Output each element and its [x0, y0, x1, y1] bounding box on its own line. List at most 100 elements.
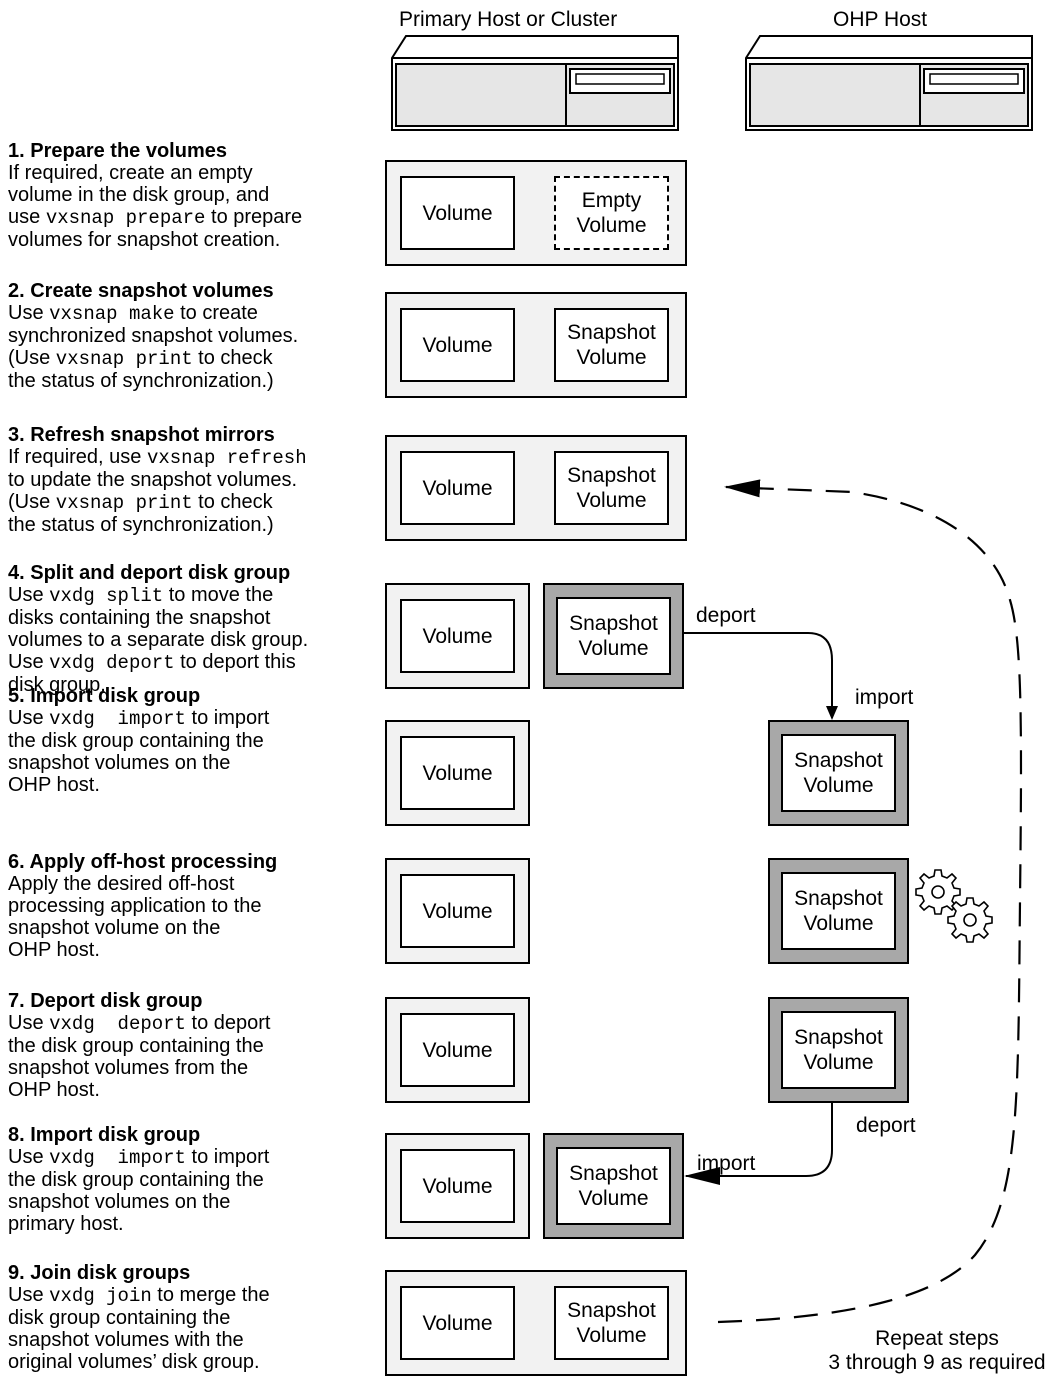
command-text: vxdg split	[49, 585, 164, 607]
step-description-line: to update the snapshot volumes.	[8, 469, 380, 491]
volume-box: Volume	[400, 451, 515, 525]
description-text: OHP host.	[8, 774, 100, 796]
description-text: the status of synchronization.)	[8, 370, 274, 392]
deport-arrow	[684, 632, 838, 720]
step-description-line: the disk group containing the	[8, 730, 380, 752]
step-title: 9. Join disk groups	[8, 1262, 191, 1284]
step-description-line: OHP host.	[8, 1079, 380, 1101]
step-description-line: use vxsnap prepare to prepare	[8, 206, 380, 229]
deport-label: deport	[696, 604, 756, 627]
volume-box: Volume	[400, 308, 515, 382]
description-text: disks containing the snapshot	[8, 607, 271, 629]
step-description-line: snapshot volume on the	[8, 917, 380, 939]
step-description-line: OHP host.	[8, 774, 380, 796]
description-text: disk group containing the	[8, 1307, 231, 1329]
step-description-line: the status of synchronization.)	[8, 370, 380, 392]
step-description-line: volumes for snapshot creation.	[8, 229, 380, 251]
description-text: to update the snapshot volumes.	[8, 469, 298, 491]
step-title: 2. Create snapshot volumes	[8, 280, 274, 302]
repeat-label-line-1: Repeat steps	[875, 1327, 999, 1350]
step-description-line: Use vxdg deport to deport this	[8, 651, 380, 674]
volume-box: Volume	[400, 1286, 515, 1360]
command-text: vxsnap prepare	[45, 207, 206, 229]
step-title: 4. Split and deport disk group	[8, 562, 291, 584]
description-text: the disk group containing the	[8, 730, 264, 752]
description-text: to deport this	[174, 651, 296, 673]
description-text: volumes for snapshot creation.	[8, 229, 281, 251]
description-text: snapshot volumes on the	[8, 752, 231, 774]
description-text: Use	[8, 1284, 50, 1306]
description-text: If required, use	[8, 446, 147, 468]
description-text: to deport	[185, 1012, 271, 1034]
description-text: (Use	[8, 491, 56, 513]
command-text: vxsnap print	[55, 492, 193, 514]
step-description-line: OHP host.	[8, 939, 380, 961]
step-description-line: the status of synchronization.)	[8, 514, 380, 536]
step-description-line: snapshot volumes from the	[8, 1057, 380, 1079]
command-text: vxdg deport	[49, 652, 175, 674]
step-description-line: If required, use vxsnap refresh	[8, 446, 380, 469]
description-text: use	[8, 206, 46, 228]
command-text: vxdg import	[49, 1147, 186, 1169]
step-description-line: primary host.	[8, 1213, 380, 1235]
primary-host-header: Primary Host or Cluster	[399, 8, 618, 31]
ohp-host-header: OHP Host	[833, 8, 928, 31]
description-text: If required, create an empty	[8, 162, 253, 184]
description-text: Use	[8, 302, 50, 324]
description-text: Use	[8, 1012, 50, 1034]
description-text: Use	[8, 707, 50, 729]
description-text: to create	[174, 302, 258, 324]
description-text: Use	[8, 651, 50, 673]
description-text: the disk group containing the	[8, 1169, 264, 1191]
step-title: 6. Apply off-host processing	[8, 851, 278, 873]
step-description-line: Use vxdg import to import	[8, 1146, 380, 1169]
description-text: snapshot volumes from the	[8, 1057, 249, 1079]
deport-label: deport	[856, 1114, 916, 1137]
description-text: OHP host.	[8, 1079, 100, 1101]
repeat-loop-arrow	[717, 479, 1023, 1324]
step-description-line: (Use vxsnap print to check	[8, 491, 380, 514]
description-text: to prepare	[205, 206, 303, 228]
description-text: original volumes’ disk group.	[8, 1351, 260, 1373]
step-description-line: If required, create an empty	[8, 162, 380, 184]
step-description-line: Use vxdg split to move the	[8, 584, 380, 607]
description-text: synchronized snapshot volumes.	[8, 325, 299, 347]
command-text: vxdg deport	[49, 1013, 186, 1035]
command-text: vxdg join	[49, 1285, 152, 1307]
gears-icon	[915, 869, 993, 943]
description-text: snapshot volumes on the	[8, 1191, 231, 1213]
volume-box: Volume	[400, 1149, 515, 1223]
step-description-line: Use vxsnap make to create	[8, 302, 380, 325]
step-description-line: Use vxdg import to import	[8, 707, 380, 730]
repeat-label-line-2: 3 through 9 as required	[828, 1351, 1046, 1374]
command-text: vxsnap make	[49, 303, 175, 325]
description-text: to import	[185, 1146, 270, 1168]
step-description-line: (Use vxsnap print to check	[8, 347, 380, 370]
step-description-line: the disk group containing the	[8, 1035, 380, 1057]
description-text: snapshot volume on the	[8, 917, 221, 939]
step-description-line: snapshot volumes on the	[8, 752, 380, 774]
step-title: 5. Import disk group	[8, 685, 201, 707]
description-text: to check	[192, 491, 273, 513]
description-text: Use	[8, 1146, 50, 1168]
description-text: the status of synchronization.)	[8, 514, 274, 536]
command-text: vxsnap print	[55, 348, 193, 370]
step-title: 7. Deport disk group	[8, 990, 203, 1012]
step-description-line: Use vxdg join to merge the	[8, 1284, 380, 1307]
